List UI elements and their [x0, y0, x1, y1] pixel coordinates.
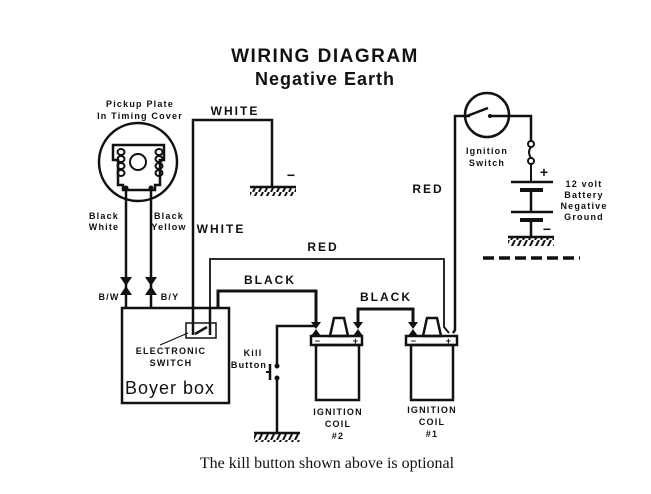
coil-1-label-3: #1 — [426, 429, 438, 439]
coil-1-body — [409, 343, 455, 402]
kill-button-label-1: Kill — [244, 348, 263, 358]
pickup-plate-circle — [97, 121, 179, 203]
coil-1-tower-icon — [421, 316, 443, 338]
wire-label-by: B/Y — [161, 292, 180, 302]
battery-minus-label: − — [543, 221, 551, 237]
ignition-switch-label-1: Ignition — [466, 146, 508, 156]
black-wire-1 — [216, 289, 318, 322]
wire-label-bw: B/W — [98, 292, 119, 302]
connector-bw-icon — [120, 277, 132, 295]
diagram-subtitle: Negative Earth — [255, 69, 395, 89]
boyer-box-label: Boyer box — [125, 378, 215, 398]
coil-2-plus: + — [353, 336, 359, 346]
coil-1-plus: + — [446, 336, 452, 346]
wire-label-black-white-1: Black — [89, 211, 119, 221]
electronic-switch-label-1: ELECTRONIC — [136, 346, 207, 356]
battery-label-3: Negative — [560, 201, 607, 211]
ignition-coil-2: − + IGNITION COIL #2 — [309, 316, 364, 441]
black-wire-2 — [356, 307, 415, 322]
diagram-title: WIRING DIAGRAM — [231, 46, 419, 67]
coil-1-minus: − — [411, 336, 417, 346]
wire-label-black-2: BLACK — [360, 290, 412, 304]
wire-label-black-white-2: White — [89, 222, 120, 232]
coil-2-neg-connector-icon — [311, 322, 321, 336]
wire-label-black-1: BLACK — [244, 273, 296, 287]
kill-ground-icon — [254, 431, 300, 442]
pickup-plate: Pickup Plate In Timing Cover — [97, 99, 183, 203]
switch-leader-line — [159, 332, 189, 346]
wire-label-black-yellow-1: Black — [154, 211, 184, 221]
pickup-coil-right-icon — [154, 148, 164, 177]
coil-2-pos-connector-icon — [353, 322, 363, 336]
coil-1-label-1: IGNITION — [407, 405, 457, 415]
wire-label-red-side: RED — [412, 182, 443, 196]
kill-button-icon — [266, 363, 280, 381]
caption: The kill button shown above is optional — [200, 455, 455, 472]
red-wire-box — [209, 258, 450, 334]
boyer-box: ELECTRONIC SWITCH Boyer box — [120, 306, 231, 405]
fuse-icon — [527, 140, 535, 182]
electronic-switch-icon — [191, 308, 212, 336]
ground-icon — [250, 185, 296, 196]
wire-label-white-top: WHITE — [211, 104, 260, 118]
boyer-box-outline — [120, 306, 231, 405]
coil-2-body — [314, 343, 361, 402]
wire-label-white-side: WHITE — [197, 222, 246, 236]
battery-ground-icon — [508, 235, 554, 246]
coil-1-label-2: COIL — [419, 417, 445, 427]
battery-icon — [511, 180, 553, 237]
kill-button-wire — [275, 324, 316, 433]
coil-2-label-1: IGNITION — [313, 407, 363, 417]
battery-label-2: Battery — [564, 190, 603, 200]
battery-label-1: 12 volt — [566, 179, 603, 189]
ground-minus-label: − — [287, 167, 295, 183]
connector-by-icon — [145, 277, 157, 295]
battery-plus-label: + — [540, 164, 548, 180]
wire-label-red-top: RED — [307, 240, 338, 254]
ignition-coil-1: − + IGNITION COIL #1 — [404, 316, 459, 439]
ignition-switch-lever-icon — [466, 106, 489, 118]
rotor-icon — [129, 153, 147, 171]
electronic-switch-label-2: SWITCH — [150, 358, 193, 368]
pickup-label-line1: Pickup Plate — [106, 99, 174, 109]
coil-2-tower-icon — [328, 316, 350, 338]
kill-button-label-2: Button — [231, 360, 267, 370]
coil-2-label-3: #2 — [332, 431, 344, 441]
coil-2-minus: − — [315, 336, 321, 346]
white-wire — [191, 118, 274, 308]
pickup-wires — [124, 188, 153, 308]
pickup-label-line2: In Timing Cover — [97, 111, 183, 121]
ignition-switch: Ignition Switch — [463, 91, 533, 168]
pickup-coil-left-icon — [116, 148, 126, 177]
ignition-switch-label-2: Switch — [469, 158, 505, 168]
red-wire-switch — [451, 114, 470, 334]
coil-1-neg-connector-icon — [408, 322, 418, 336]
electronic-switch-box — [185, 322, 217, 339]
battery-label-4: Ground — [564, 212, 604, 222]
wire-label-black-yellow-2: Yellow — [151, 222, 186, 232]
coil-2-label-2: COIL — [325, 419, 351, 429]
